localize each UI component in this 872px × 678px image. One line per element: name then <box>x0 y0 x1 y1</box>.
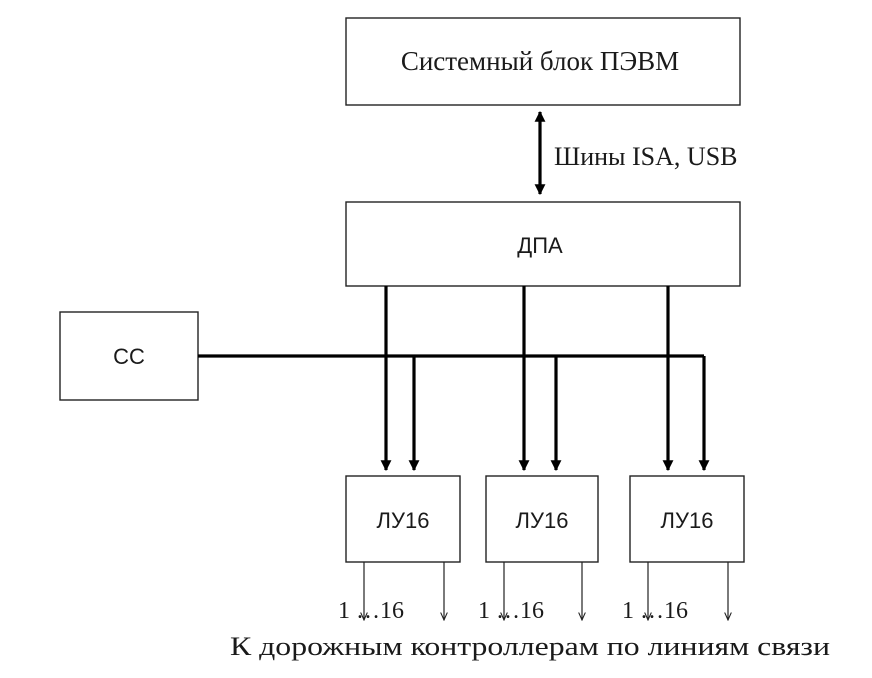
lu16-block-2: ЛУ16 <box>485 475 599 563</box>
cc-label: СС <box>113 344 145 369</box>
dpa-label: ДПА <box>517 233 563 258</box>
lu16-label-2: ЛУ16 <box>516 508 569 533</box>
lu16-label-3: ЛУ16 <box>661 508 714 533</box>
bus-label: Шины ISA, USB <box>554 142 738 171</box>
lu1-channel-label: 1 …16 <box>338 598 404 624</box>
pc-unit-label: Системный блок ПЭВМ <box>401 46 679 76</box>
lu16-label-1: ЛУ16 <box>377 508 430 533</box>
dpa-block: ДПА <box>345 201 741 287</box>
lu3-channel-label: 1 …16 <box>622 598 688 624</box>
pc-unit-block: Системный блок ПЭВМ <box>345 17 741 106</box>
cc-block: СС <box>59 311 199 401</box>
lu16-block-1: ЛУ16 <box>345 475 461 563</box>
footer-caption: К дорожным контроллерам по линиям связи <box>230 632 830 661</box>
lu16-block-3: ЛУ16 <box>629 475 745 563</box>
lu2-channel-label: 1 …16 <box>478 598 544 624</box>
